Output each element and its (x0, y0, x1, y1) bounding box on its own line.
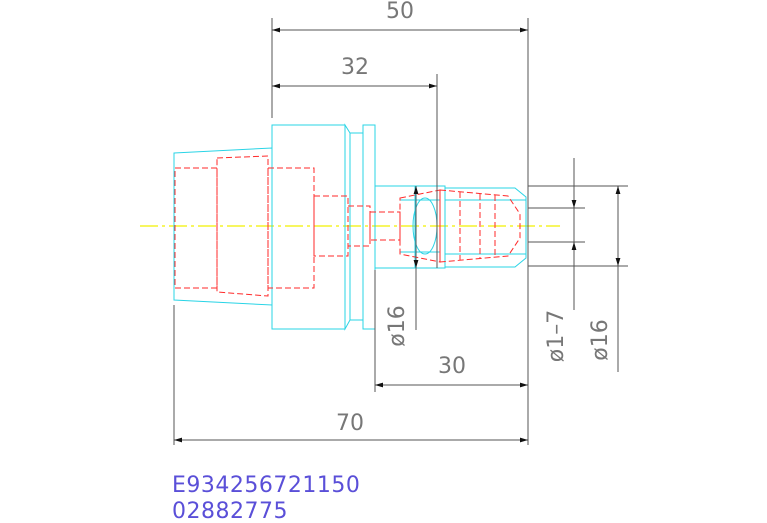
extension-lines (173, 18, 628, 445)
part-number: E934256721150 (172, 473, 360, 498)
dim-label-dia16-right: ø16 (588, 319, 613, 360)
dim-label-dia-range: ø1–7 (544, 310, 569, 362)
dim-label-30: 30 (438, 354, 466, 379)
hidden-lines (174, 155, 521, 297)
order-number: 02882775 (172, 499, 288, 523)
dimension-lines (174, 27, 621, 443)
holder-outline (173, 123, 527, 331)
dim-label-50: 50 (386, 0, 414, 24)
dim-label-32: 32 (341, 55, 369, 80)
dim-label-dia16-left: ø16 (385, 305, 410, 346)
dim-label-70: 70 (336, 411, 364, 436)
